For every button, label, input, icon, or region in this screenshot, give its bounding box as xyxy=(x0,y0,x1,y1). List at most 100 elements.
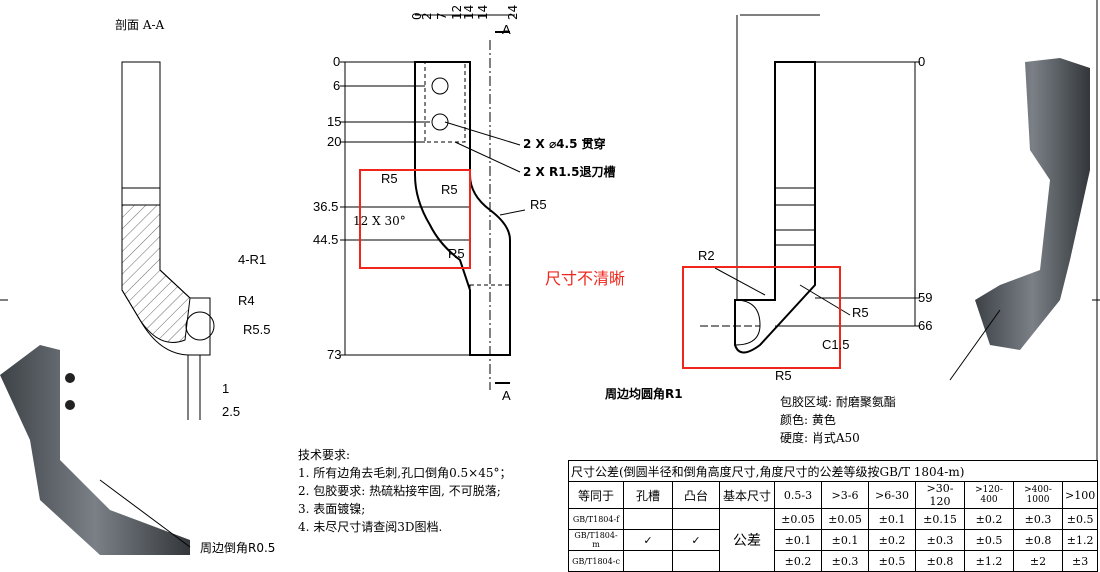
top-dim: 24 xyxy=(506,4,520,20)
section-view xyxy=(121,61,215,420)
td: ±0.3 xyxy=(1013,508,1063,530)
td xyxy=(623,550,673,572)
markup-box-side xyxy=(682,266,841,369)
td: ±1.2 xyxy=(964,550,1014,572)
td: ±0.5 xyxy=(964,529,1014,551)
label-r2: R2 xyxy=(698,248,715,263)
td: ±0.1 xyxy=(868,508,916,530)
th: >3-6 xyxy=(821,481,869,509)
td: ±0.5 xyxy=(868,550,916,572)
label-r5: R5 xyxy=(775,368,792,383)
left-dim: 36.5 xyxy=(313,199,339,214)
front-view xyxy=(340,14,526,390)
right-dim: 59 xyxy=(918,290,933,305)
th: >400-1000 xyxy=(1013,481,1063,509)
hole-note: 2 X ⌀4.5 贯穿 xyxy=(523,137,606,151)
label-r4: R4 xyxy=(238,293,255,308)
radius-label: R5 xyxy=(448,246,465,261)
th: 0.5-3 xyxy=(774,481,822,509)
top-dim: 14 xyxy=(462,4,476,20)
th: >6-30 xyxy=(868,481,916,509)
label-c1-5: C1.5 xyxy=(822,337,850,352)
td: GB/T1804-f xyxy=(568,508,624,530)
section-mark-top: A xyxy=(502,22,511,37)
label-r5: R5 xyxy=(852,305,869,320)
td: GB/T1804-c xyxy=(568,550,624,572)
td: ±0.1 xyxy=(774,529,822,551)
angle-label: 12 X 30° xyxy=(353,214,406,228)
right-dim: 0 xyxy=(918,54,926,69)
table-header: 等同于 孔槽 凸台 基本尺寸 0.5-3 >3-6 >6-30 >30-120 … xyxy=(568,481,1099,509)
label-4r1: 4-R1 xyxy=(238,252,267,267)
th: 等同于 xyxy=(568,481,624,509)
td xyxy=(672,508,720,530)
radius-label: R5 xyxy=(530,197,547,212)
fillet-note: 周边均圆角R1 xyxy=(605,387,683,401)
groove-note: 2 X R1.5退刀槽 xyxy=(523,165,616,179)
td: ±2 xyxy=(1013,550,1063,572)
th: >30-120 xyxy=(915,481,965,509)
tech-item: 1. 所有边角去毛刺,孔口倒角0.5×45°； xyxy=(298,466,512,480)
left-dim: 0 xyxy=(333,54,341,69)
top-dim: 2 xyxy=(420,12,434,20)
left-dim: 15 xyxy=(327,114,342,129)
table-row: GB/T1804-m ✓ ✓ ±0.1±0.1±0.2±0.3±0.5±0.8±… xyxy=(568,529,1099,551)
table-row: GB/T1804-f 公差 ±0.05±0.05±0.1±0.15±0.2±0.… xyxy=(568,508,1099,572)
dim-2-5: 2.5 xyxy=(222,404,241,419)
radius-label: R5 xyxy=(381,171,398,186)
th: 凸台 xyxy=(672,481,720,509)
td: ±0.2 xyxy=(774,550,822,572)
left-dim: 6 xyxy=(333,78,341,93)
td: ±0.05 xyxy=(774,508,822,530)
table-row: GB/T1804-c ±0.2±0.3±0.5±0.8±1.2±2±3 xyxy=(568,550,1099,572)
tech-title: 技术要求: xyxy=(298,448,351,462)
label-r5-5: R5.5 xyxy=(243,322,271,337)
td xyxy=(672,550,720,572)
rubber-spec: 包胶区域: 耐磨聚氨酯 颜色: 黄色 硬度: 肖式A50 xyxy=(780,393,896,447)
side-view xyxy=(700,14,920,354)
td: ±0.05 xyxy=(821,508,869,530)
3d-render-left xyxy=(0,345,190,555)
left-dim: 20 xyxy=(327,134,342,149)
markup-box-front xyxy=(359,169,471,269)
radius-label: R5 xyxy=(441,182,458,197)
td: ±0.3 xyxy=(821,550,869,572)
section-title: 剖面 A-A xyxy=(115,18,165,32)
th: >100 xyxy=(1061,481,1099,509)
rubber-area: 包胶区域: 耐磨聚氨酯 xyxy=(780,395,896,409)
td xyxy=(623,508,673,530)
section-mark-bottom: A xyxy=(502,388,511,403)
td: ±3 xyxy=(1061,550,1099,572)
review-comment: 尺寸不清晰 xyxy=(545,269,626,288)
td: ±0.5 xyxy=(1061,508,1099,530)
td: ±0.2 xyxy=(964,508,1014,530)
th: >120-400 xyxy=(964,481,1014,509)
td: ±0.15 xyxy=(915,508,965,530)
td: ✓ xyxy=(623,529,673,551)
top-dim: 14 xyxy=(476,4,490,20)
tech-item: 2. 包胶要求: 热硫粘接牢固, 不可脱落; xyxy=(298,484,501,498)
td: GB/T1804-m xyxy=(568,529,624,551)
td: ±0.8 xyxy=(915,550,965,572)
tolerance-table: 尺寸公差(倒圆半径和倒角高度尺寸,角度尺寸的公差等级按GB/T 1804-m) … xyxy=(567,460,1099,572)
tech-item: 4. 未尽尺寸请查阅3D图档. xyxy=(298,520,443,534)
tech-item: 3. 表面镀镍; xyxy=(298,502,366,516)
th: 孔槽 xyxy=(623,481,673,509)
left-dim: 73 xyxy=(327,347,342,362)
table-title: 尺寸公差(倒圆半径和倒角高度尺寸,角度尺寸的公差等级按GB/T 1804-m) xyxy=(567,460,1099,482)
drawing-geometry xyxy=(0,0,1100,560)
top-dim: 7 xyxy=(435,12,449,20)
td: ✓ xyxy=(672,529,720,551)
td: ±0.3 xyxy=(915,529,965,551)
chamfer-note: 周边倒角R0.5 xyxy=(200,541,276,555)
rubber-hardness: 硬度: 肖式A50 xyxy=(780,431,860,445)
td: ±1.2 xyxy=(1061,529,1099,551)
right-dim: 66 xyxy=(918,318,933,333)
dim-1: 1 xyxy=(222,381,230,396)
td: ±0.1 xyxy=(821,529,869,551)
td: ±0.8 xyxy=(1013,529,1063,551)
left-dim: 44.5 xyxy=(313,232,339,247)
td-merged: 公差 xyxy=(719,508,775,572)
technical-requirements: 技术要求: 1. 所有边角去毛刺,孔口倒角0.5×45°； 2. 包胶要求: 热… xyxy=(298,446,512,536)
td: ±0.2 xyxy=(868,529,916,551)
